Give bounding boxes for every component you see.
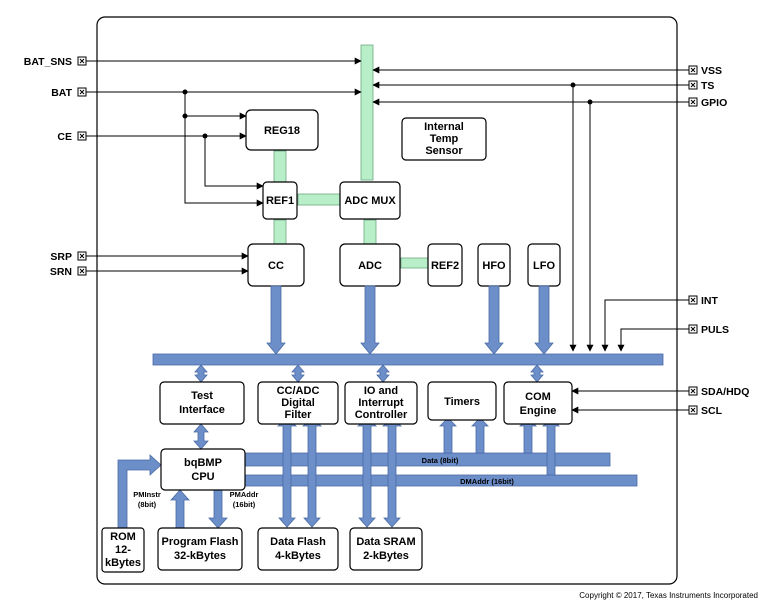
io-controller-block: IO and Interrupt Controller [344,381,418,425]
hfo-label: HFO [482,260,506,272]
timers-block: Timers [427,381,497,421]
pin-label-scl: SCL [701,405,723,417]
pin-label-ts: TS [701,80,714,92]
lfo-to-bus-arrow [534,285,554,355]
pin-ce: CE [57,131,87,143]
pin-bat: BAT [51,87,87,99]
pin-label-bat: BAT [51,87,72,99]
ref2-block: REF2 [427,243,463,287]
com-engine-line-2: Engine [520,405,557,417]
pin-vss: VSS [688,65,722,77]
data-flash-line-1: Data Flash [270,536,326,548]
dma-addr-bus-label: DMAddr (16bit) [460,477,514,486]
adcmux-adc-link [363,219,377,246]
reg18-block: REG18 [245,109,319,151]
digital-filter-line-2: Digital [281,397,315,409]
pm-instr-label-2: (8bit) [138,500,157,509]
pin-label-vss: VSS [701,65,722,77]
pin-label-ce: CE [57,131,72,143]
pin-int: INT [688,295,719,307]
rom-block: ROM 12- kBytes [101,527,145,573]
digital-filter-line-3: Filter [285,409,313,421]
adc-mux-label: ADC MUX [344,195,396,207]
cpu-line-2: CPU [191,471,214,483]
pin-label-bat-sns: BAT_SNS [24,56,72,68]
io-controller-line-1: IO and [364,385,398,397]
reg18-label: REG18 [264,125,300,137]
lfo-block: LFO [527,243,561,287]
temp-sensor-block: Internal Temp Sensor [401,117,487,161]
temp-sensor-line-3: Sensor [425,145,463,157]
cpu-line-1: bqBMP [184,457,222,469]
timers-label: Timers [444,396,480,408]
test-interface-block: Test Interface [159,381,245,425]
program-flash-line-1: Program Flash [161,536,238,548]
data-flash-block: Data Flash 4-kBytes [257,527,339,571]
rom-line-3: kBytes [105,557,141,569]
data-bus-label: Data (8bit) [422,456,459,465]
pm-addr-label-2: (16bit) [233,500,256,509]
pminstr-link [170,489,190,529]
rom-cpu-link [117,454,162,529]
pin-label-srp: SRP [50,251,72,263]
test-interface-line-2: Interface [179,404,225,416]
pin-label-int: INT [701,295,719,307]
adc-to-bus-arrow [360,285,380,355]
pin-scl: SCL [688,405,723,417]
lfo-label: LFO [533,260,555,272]
cc-block: CC [247,243,305,287]
pin-label-sda-hdq: SDA/HDQ [701,386,749,398]
ref1-label: REF1 [266,195,294,207]
dma-addr-bus [217,474,638,487]
pm-addr-label-1: PMAddr [230,490,259,499]
program-flash-line-2: 32-kBytes [174,550,226,562]
adc-mux-block: ADC MUX [339,181,401,220]
pin-srp: SRP [50,251,87,263]
ref1-block: REF1 [262,181,298,220]
io-controller-line-3: Controller [355,409,408,421]
pin-gpio: GPIO [688,97,727,109]
pin-label-gpio: GPIO [701,97,727,109]
data-sram-line-1: Data SRAM [356,536,415,548]
rom-line-1: ROM [110,531,136,543]
peripheral-bus [152,353,664,366]
pin-puls: PULS [688,324,729,336]
io-controller-line-2: Interrupt [358,397,404,409]
pm-instr-label-1: PMInstr [133,490,161,499]
pin-label-puls: PULS [701,324,729,336]
pin-sda-hdq: SDA/HDQ [688,386,749,398]
pin-label-srn: SRN [50,266,72,278]
adc-block: ADC [339,243,401,287]
pin-ts: TS [688,80,714,92]
com-engine-block: COM Engine [503,381,573,425]
program-flash-block: Program Flash 32-kBytes [157,527,243,571]
ref2-label: REF2 [431,260,459,272]
digital-filter-block: CC/ADC Digital Filter [257,381,339,425]
data-sram-line-2: 2-kBytes [363,550,409,562]
analog-bus [360,44,374,181]
pin-bat-sns: BAT_SNS [24,56,87,68]
hfo-block: HFO [477,243,511,287]
ref1-adcmux-link [297,193,341,206]
adc-label: ADC [358,260,382,272]
cpu-block: bqBMP CPU [160,448,246,491]
reg18-ref1-link [273,150,287,183]
rom-line-2: 12- [115,544,131,556]
ref2-adc-link [400,257,430,269]
cc-label: CC [268,260,284,272]
com-engine-line-1: COM [525,391,551,403]
data-sram-block: Data SRAM 2-kBytes [349,527,423,571]
temp-sensor-line-2: Temp [430,133,459,145]
pmaddr-link [208,489,228,529]
pin-srn: SRN [50,266,87,278]
ref1-cc-link [273,219,287,246]
data-flash-line-2: 4-kBytes [275,550,321,562]
copyright-notice: Copyright © 2017, Texas Instruments Inco… [579,591,758,600]
test-interface-line-1: Test [191,390,213,402]
digital-filter-line-1: CC/ADC [277,385,320,397]
hfo-to-bus-arrow [484,285,504,355]
cc-to-bus-arrow [266,285,286,355]
temp-sensor-line-1: Internal [424,121,464,133]
